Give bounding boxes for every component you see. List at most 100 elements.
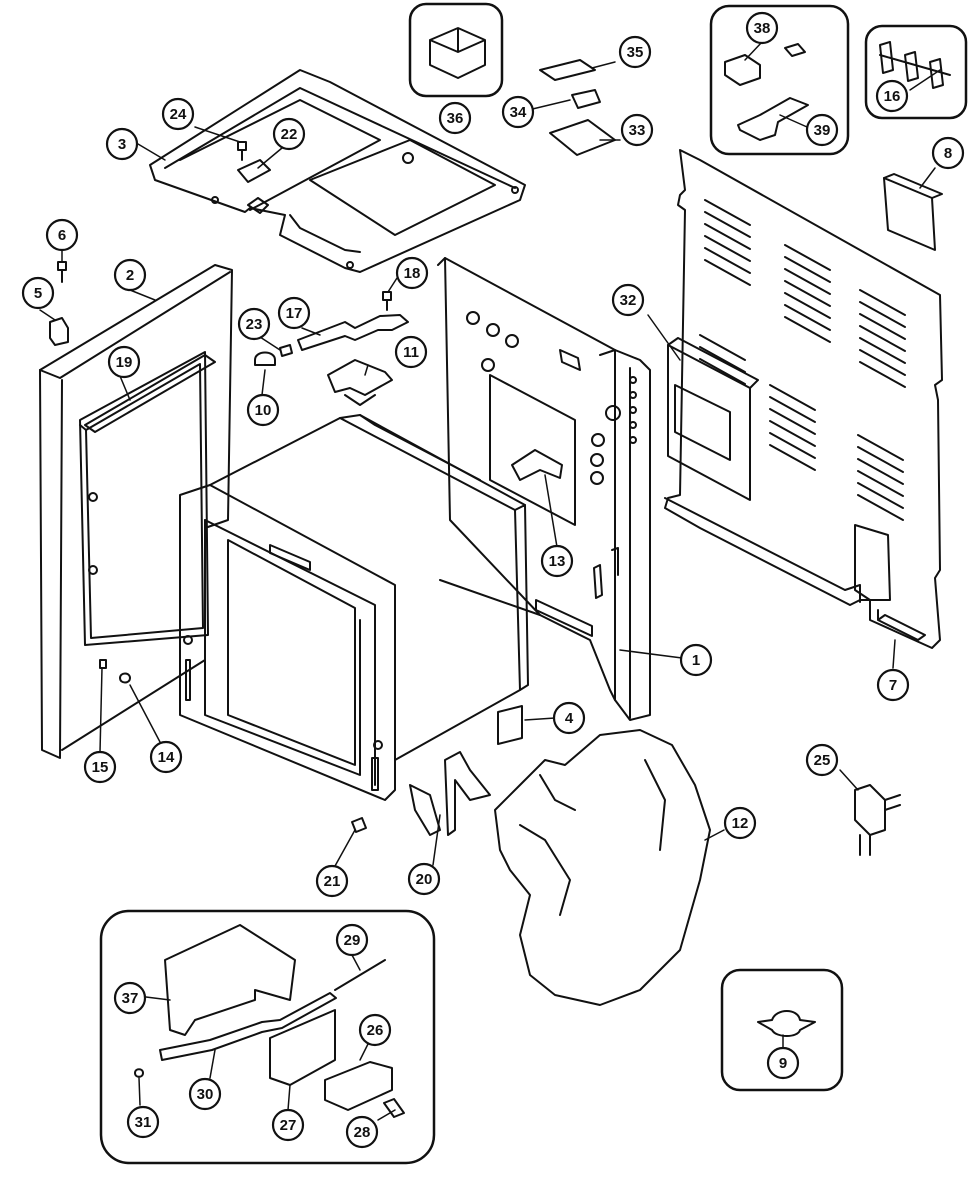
callout-24: 24 — [161, 97, 195, 131]
top-panel-part-3 — [149, 69, 526, 273]
svg-text:38: 38 — [754, 20, 771, 37]
svg-text:14: 14 — [158, 749, 175, 766]
bracket-part-19 — [84, 354, 216, 433]
svg-text:9: 9 — [779, 1055, 787, 1072]
callout-27: 27 — [271, 1108, 305, 1142]
svg-text:24: 24 — [170, 106, 187, 123]
callout-18: 18 — [395, 256, 429, 290]
svg-text:7: 7 — [889, 677, 897, 694]
side-panel-part-2 — [39, 264, 233, 759]
svg-text:17: 17 — [286, 305, 303, 322]
callout-20: 20 — [407, 862, 441, 896]
svg-text:6: 6 — [58, 227, 66, 244]
part-22-thermostat — [237, 159, 271, 183]
svg-text:21: 21 — [324, 873, 341, 890]
callout-33: 33 — [620, 113, 654, 147]
callout-23: 23 — [237, 307, 271, 341]
svg-text:25: 25 — [814, 752, 831, 769]
part-35-insulator — [539, 59, 596, 81]
svg-text:20: 20 — [416, 871, 433, 888]
part-39-bracket — [737, 97, 809, 141]
svg-text:2: 2 — [126, 267, 134, 284]
part-36-relay — [429, 27, 486, 79]
svg-text:16: 16 — [884, 88, 901, 105]
svg-text:37: 37 — [122, 990, 139, 1007]
back-panel — [664, 149, 943, 649]
svg-text:28: 28 — [354, 1124, 371, 1141]
insulation-fold — [519, 759, 666, 916]
part-4-clip — [497, 705, 523, 745]
callout-37: 37 — [113, 981, 147, 1015]
part-5-clip — [49, 317, 69, 346]
callout-39: 39 — [805, 113, 839, 147]
part-21-screw — [351, 817, 367, 833]
part-30-rod — [159, 992, 337, 1061]
part-29-spring — [334, 959, 386, 991]
part-25-cord — [854, 784, 901, 856]
svg-text:35: 35 — [627, 44, 644, 61]
leader-lines — [39, 41, 941, 1121]
callout-16: 16 — [875, 79, 909, 113]
callout-38: 38 — [745, 11, 779, 45]
svg-text:8: 8 — [944, 145, 952, 162]
svg-text:30: 30 — [197, 1086, 214, 1103]
part-8-panel — [883, 173, 943, 251]
svg-text:34: 34 — [510, 104, 527, 121]
part-20-latch — [409, 751, 491, 836]
svg-text:39: 39 — [814, 122, 831, 139]
svg-text:11: 11 — [403, 344, 419, 361]
svg-text:33: 33 — [629, 122, 646, 139]
svg-text:29: 29 — [344, 932, 361, 949]
callout-35: 35 — [618, 35, 652, 69]
callout-21: 21 — [315, 864, 349, 898]
inset-box-36 — [408, 2, 504, 98]
inset-box-38-39 — [709, 4, 850, 156]
svg-text:32: 32 — [620, 292, 637, 309]
part-32-frame — [667, 337, 759, 501]
callout-13: 13 — [540, 544, 574, 578]
svg-text:31: 31 — [135, 1114, 152, 1131]
svg-text:23: 23 — [246, 316, 263, 333]
callout-28: 28 — [345, 1115, 379, 1149]
svg-text:5: 5 — [34, 285, 42, 302]
callout-15: 15 — [83, 750, 117, 784]
front-frame — [179, 484, 396, 801]
inset-box-16 — [864, 24, 968, 120]
part-23-clip — [279, 344, 293, 357]
part-24-screw — [237, 141, 247, 161]
callout-17: 17 — [277, 296, 311, 330]
part-26-switch — [324, 1061, 393, 1111]
callout-8: 8 — [931, 136, 965, 170]
callout-4: 4 — [552, 701, 586, 735]
callout-14: 14 — [149, 740, 183, 774]
side-frame-part-1 — [437, 257, 651, 721]
callout-2: 2 — [113, 258, 147, 292]
part-18-screw — [382, 291, 392, 311]
part-27-plate — [269, 1009, 336, 1086]
callout-7: 7 — [876, 668, 910, 702]
part-17-rod — [297, 314, 409, 351]
part-10-knob — [254, 351, 276, 366]
callout-22: 22 — [272, 117, 306, 151]
inset-box-9 — [720, 968, 844, 1092]
svg-text:10: 10 — [255, 402, 272, 419]
callout-11: 11 — [394, 335, 428, 369]
bracket-part-7 — [877, 609, 926, 641]
part-33-plate — [549, 119, 616, 156]
svg-text:15: 15 — [92, 759, 109, 776]
callout-6: 6 — [45, 218, 79, 252]
svg-text:22: 22 — [281, 126, 298, 143]
part-38-clip — [724, 43, 806, 86]
svg-text:1: 1 — [692, 652, 700, 669]
part-34-terminal — [571, 89, 601, 109]
callout-25: 25 — [805, 743, 839, 777]
callout-10: 10 — [246, 393, 280, 427]
svg-text:13: 13 — [549, 553, 566, 570]
callout-12: 12 — [723, 806, 757, 840]
svg-text:36: 36 — [447, 110, 464, 127]
callout-36: 36 — [438, 101, 472, 135]
part-16-clips — [879, 41, 951, 89]
part-11-bracket — [327, 359, 393, 406]
callout-30: 30 — [188, 1077, 222, 1111]
